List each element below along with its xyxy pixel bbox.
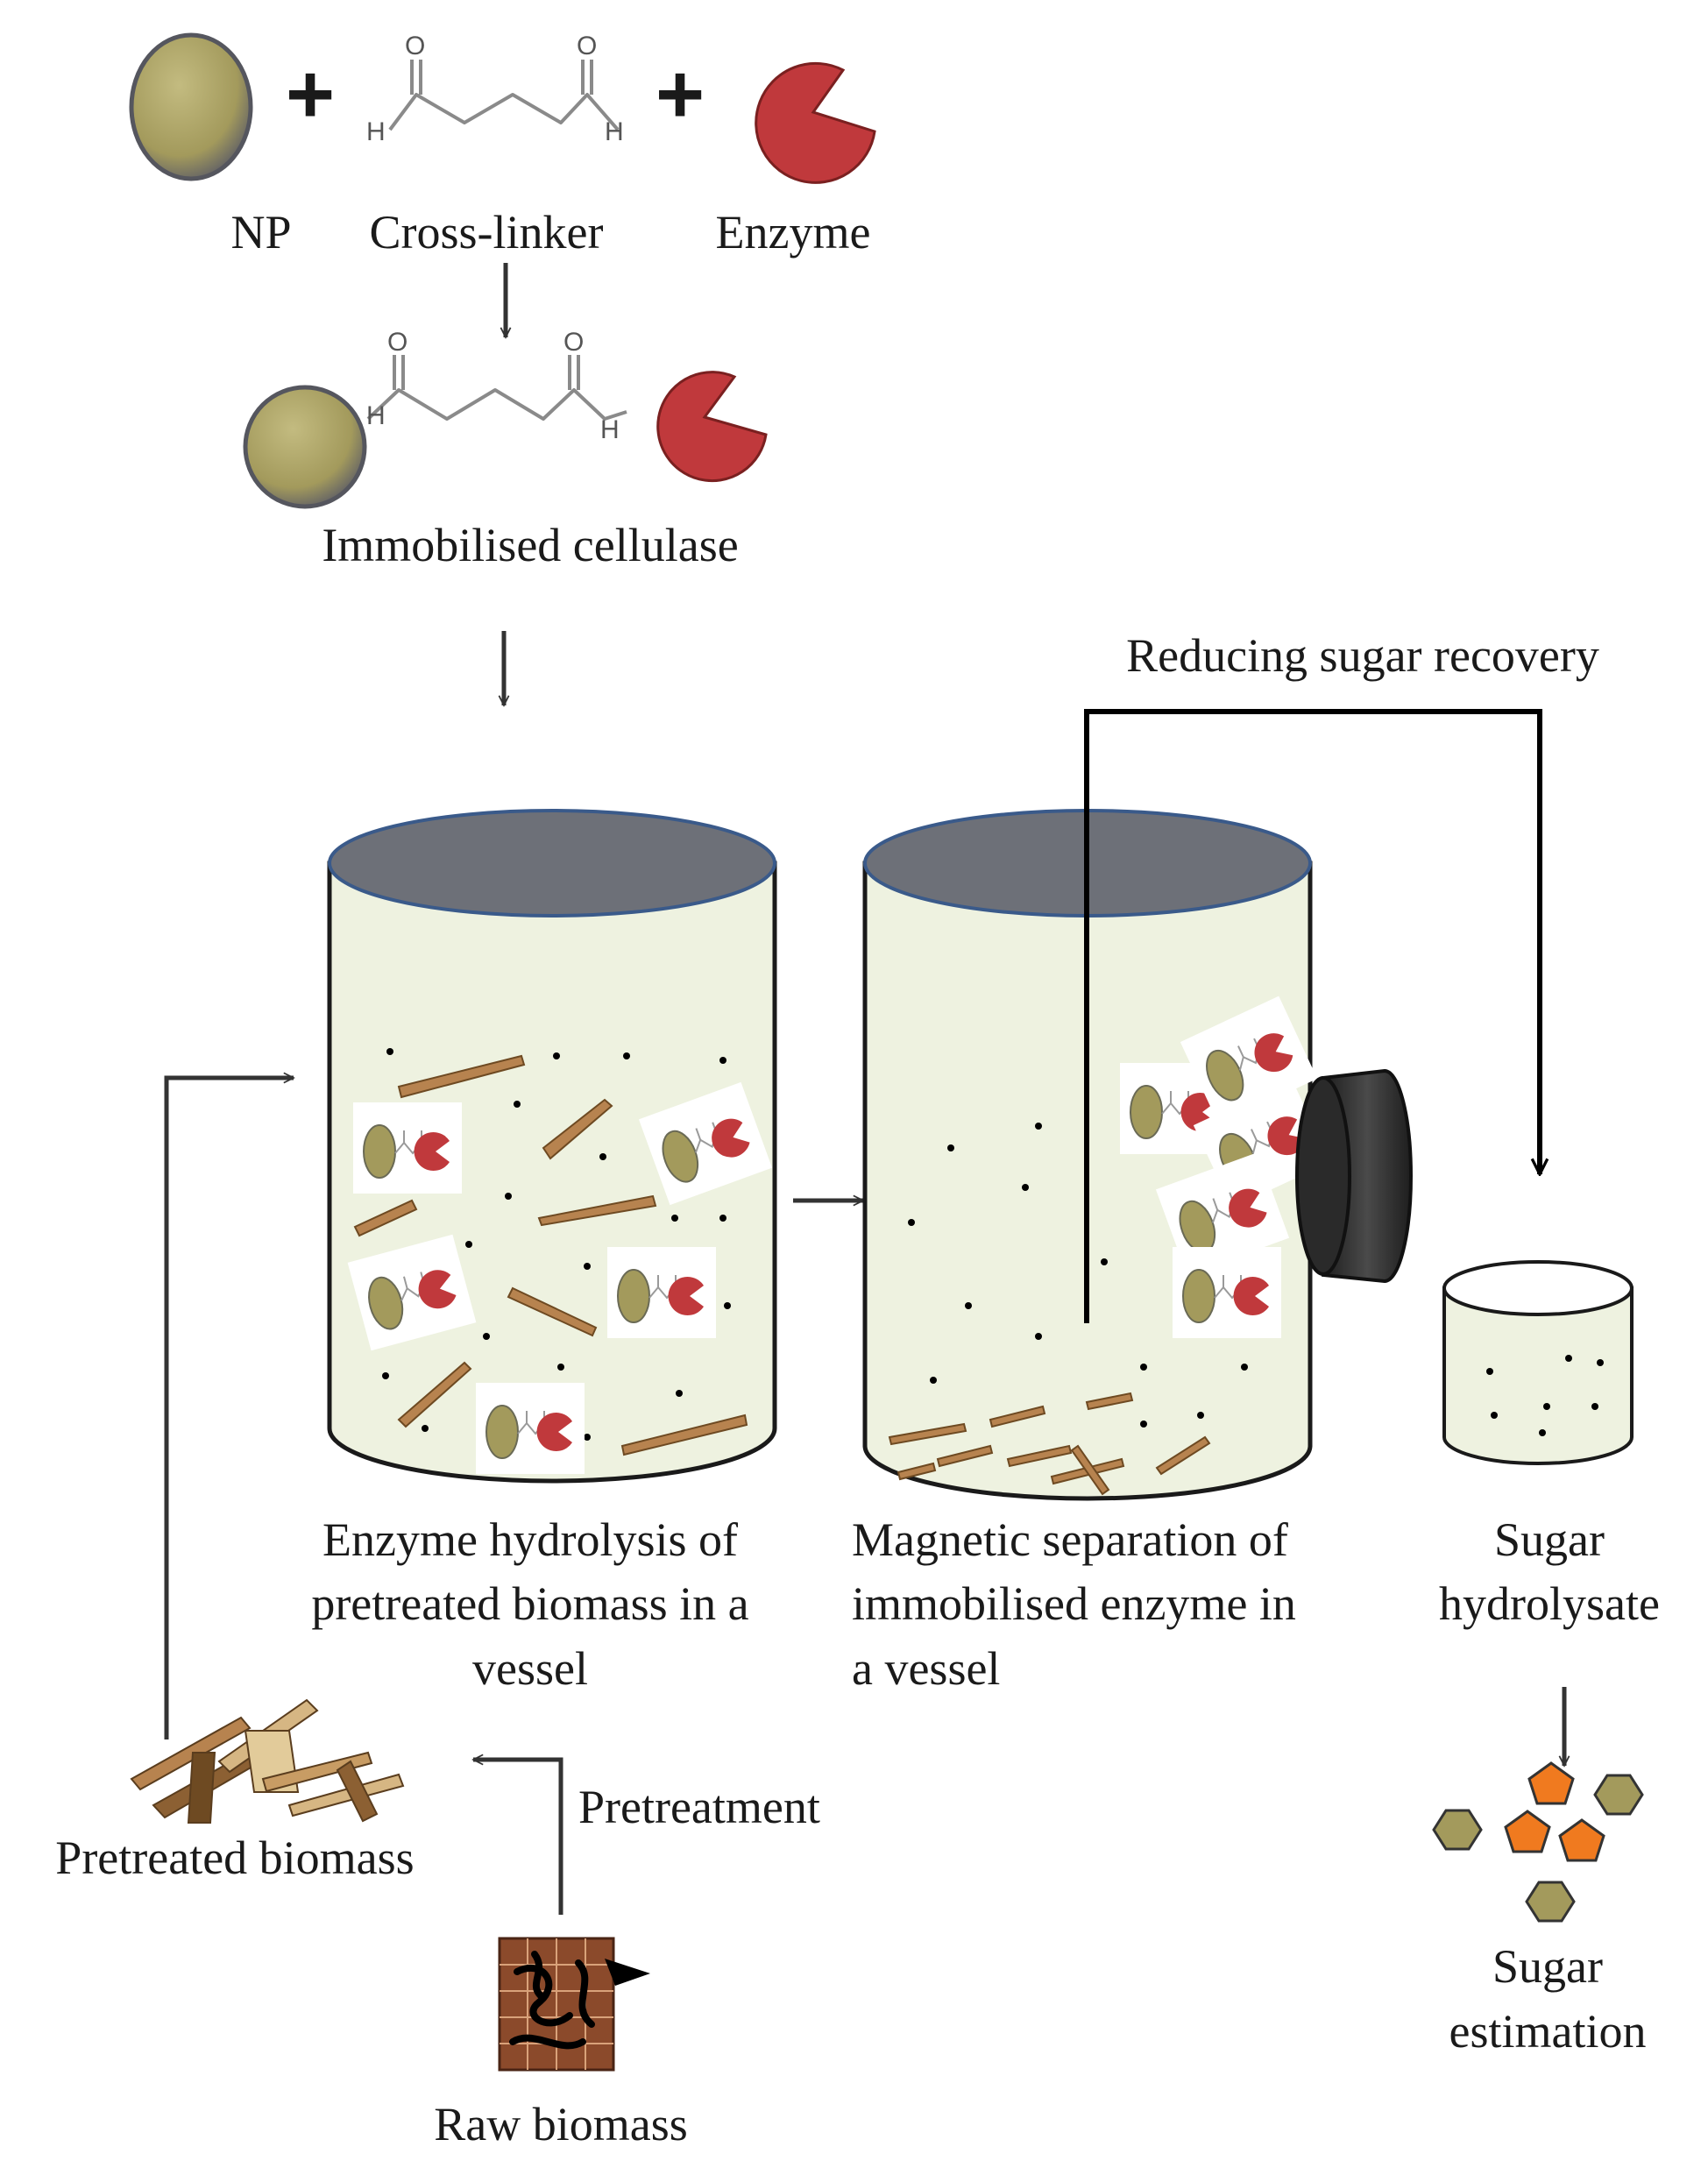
atom-label: H <box>366 401 386 430</box>
pretreated-biomass-label: Pretreated biomass <box>55 1831 414 1884</box>
pretreatment-label: Pretreatment <box>578 1781 820 1833</box>
sugar-hydrolysate-container <box>1442 1260 1634 1465</box>
immobilised-enzyme-icon <box>606 1246 717 1339</box>
caption-line: hydrolysate <box>1439 1577 1660 1630</box>
nanoparticle-icon <box>129 32 253 181</box>
vessel2-caption: Magnetic separation of immobilised enzym… <box>852 1513 1296 1695</box>
sugar-hydrolysate-caption: Sugar hydrolysate <box>1439 1513 1660 1630</box>
immobilised-enzyme-icon <box>1172 1246 1282 1339</box>
atom-label: H <box>600 415 620 444</box>
nanoparticle-icon <box>243 385 367 509</box>
immobilised-cellulase-label: Immobilised cellulase <box>322 519 738 571</box>
sugar-molecules-icon <box>1432 1761 1644 1923</box>
caption-line: a vessel <box>852 1642 1000 1695</box>
cross-linker-structure-icon: O O H H <box>366 328 627 444</box>
atom-label: O <box>577 32 597 60</box>
np-label: NP <box>230 206 291 259</box>
enzyme-label: Enzyme <box>716 206 871 259</box>
cross-linker-structure-icon: O O H H <box>366 32 624 146</box>
hydrolysis-vessel <box>327 809 777 1484</box>
atom-label: O <box>405 32 425 60</box>
atom-label: H <box>605 117 624 146</box>
magnet-icon <box>1295 1068 1413 1284</box>
vessel1-caption: Enzyme hydrolysis of pretreated biomass … <box>311 1513 748 1695</box>
recovery-line-arrow <box>1084 709 1540 1323</box>
caption-line: Magnetic separation of <box>852 1513 1288 1566</box>
enzyme-icon <box>656 371 768 483</box>
caption-line: Sugar <box>1492 1940 1603 1993</box>
raw-biomass-icon <box>498 1937 650 2072</box>
plus-sign: + <box>656 47 705 141</box>
plus-sign: + <box>286 47 335 141</box>
caption-line: immobilised enzyme in <box>852 1577 1296 1630</box>
atom-label: H <box>366 117 386 146</box>
enzyme-icon <box>755 61 876 184</box>
atom-label: O <box>387 328 408 357</box>
immobilised-enzyme-icon <box>475 1382 585 1475</box>
caption-line: Enzyme hydrolysis of <box>322 1513 738 1566</box>
pretreated-biomass-icon <box>130 1698 405 1824</box>
pretreatment-arrow <box>473 1760 563 1915</box>
caption-line: estimation <box>1449 2005 1647 2058</box>
caption-line: pretreated biomass in a <box>311 1577 748 1630</box>
caption-line: vessel <box>472 1642 588 1695</box>
raw-biomass-label: Raw biomass <box>434 2098 688 2150</box>
atom-label: O <box>563 328 584 357</box>
caption-line: Sugar <box>1494 1513 1605 1566</box>
sugar-estimation-caption: Sugar estimation <box>1449 1940 1647 2058</box>
cross-linker-label: Cross-linker <box>370 206 604 259</box>
magnetic-separation-vessel <box>862 809 1332 1501</box>
reducing-sugar-recovery-label: Reducing sugar recovery <box>1126 629 1599 682</box>
feed-arrow <box>164 1078 294 1739</box>
immobilised-enzyme-icon <box>352 1102 463 1194</box>
